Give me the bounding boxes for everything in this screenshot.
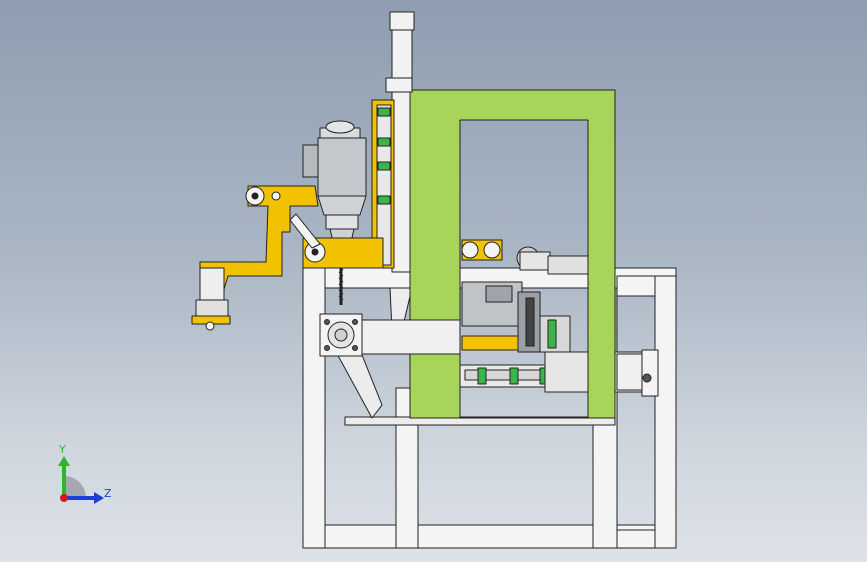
coordinate-triad: Y Z — [58, 443, 112, 504]
vertical-column[interactable] — [385, 11, 415, 273]
y-axis-label: Y — [58, 443, 66, 456]
horizontal-beam[interactable] — [319, 313, 461, 357]
green-main-plate[interactable] — [409, 89, 616, 419]
spindle-motor[interactable] — [302, 120, 367, 265]
feed-motor[interactable] — [461, 281, 571, 353]
z-axis-label: Z — [104, 487, 112, 500]
base-frame[interactable] — [302, 267, 677, 549]
clamp-block[interactable] — [191, 267, 231, 331]
drill-bit — [338, 264, 344, 305]
yellow-arm[interactable] — [199, 185, 384, 297]
gear-linkage[interactable] — [461, 239, 589, 275]
vertical-slide[interactable] — [371, 99, 395, 269]
